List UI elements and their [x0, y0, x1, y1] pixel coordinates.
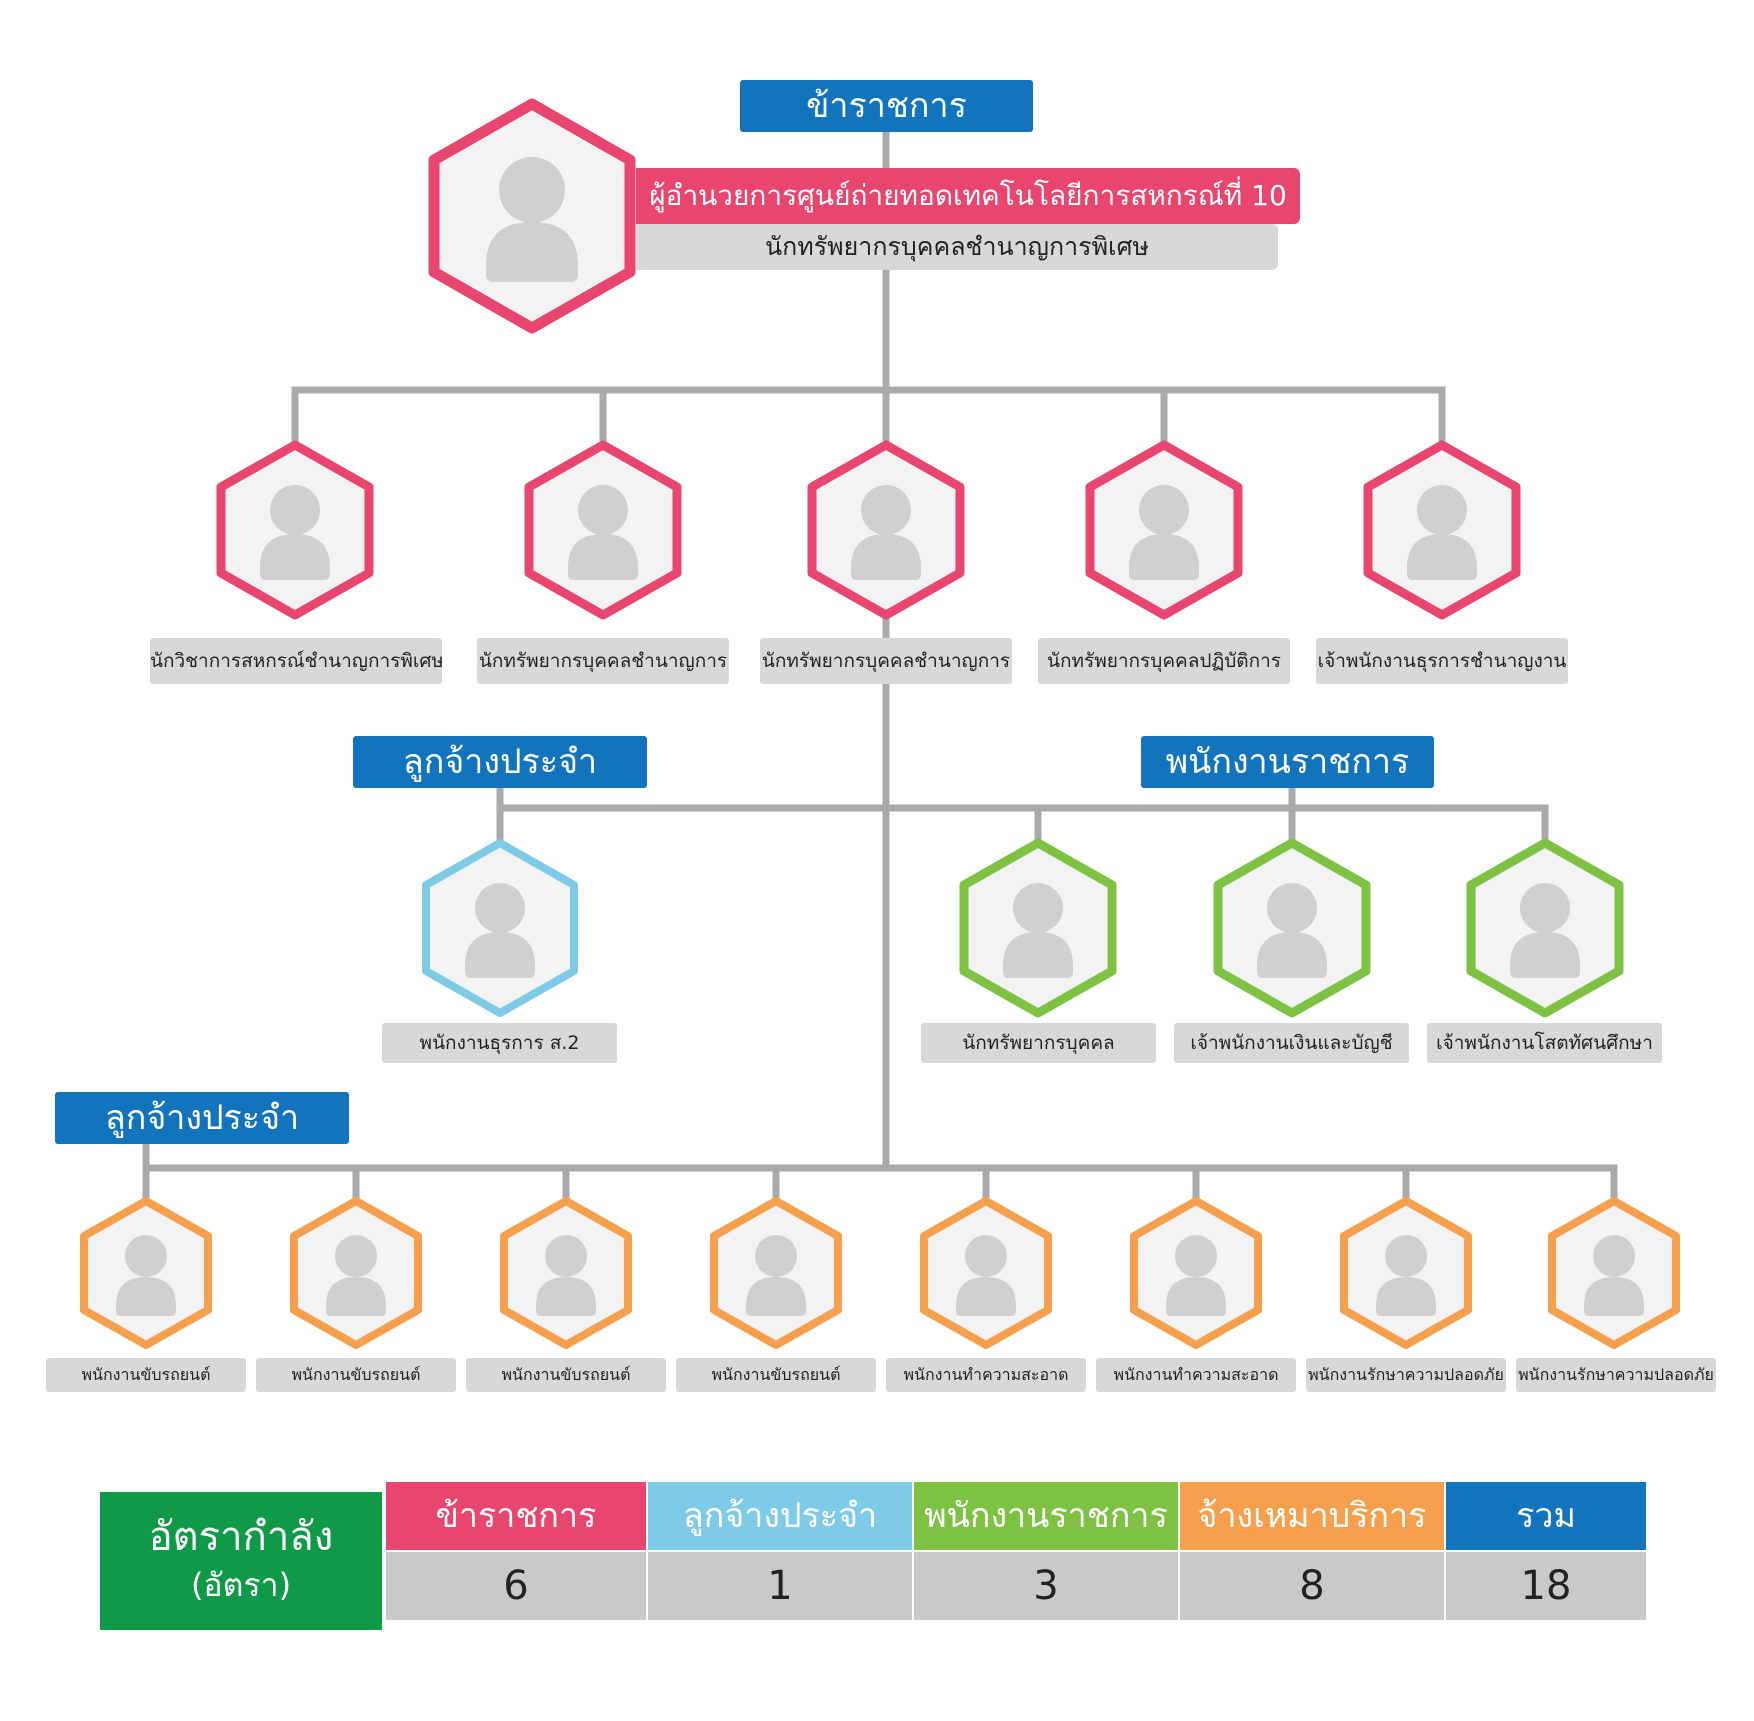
person-icon [536, 1235, 596, 1316]
person-icon [568, 485, 638, 580]
person-icon [851, 485, 921, 580]
avatar-row1-5 [1363, 440, 1521, 620]
summary-header-government: ข้าราชการ [386, 1482, 646, 1550]
person-icon [1376, 1235, 1436, 1316]
summary-label-title: อัตรากำลัง [148, 1514, 334, 1560]
header-permanent-employee-2: ลูกจ้างประจำ [55, 1092, 349, 1144]
position-label-gov-3: เจ้าพนักงานโสตทัศนศึกษา [1427, 1023, 1662, 1063]
person-icon [1510, 883, 1580, 978]
header-government-employee: พนักงานราชการ [1141, 736, 1434, 788]
header-permanent-employee: ลูกจ้างประจำ [353, 736, 647, 788]
position-label-row3-4: พนักงานขับรถยนต์ [676, 1358, 876, 1392]
avatar-row3-5 [920, 1197, 1052, 1349]
summary-label: อัตรากำลัง (อัตรา) [100, 1492, 382, 1630]
avatar-gov-employee-1 [959, 838, 1117, 1018]
summary-header-permanent: ลูกจ้างประจำ [648, 1482, 912, 1550]
person-icon [116, 1235, 176, 1316]
position-label-gov-1: นักทรัพยากรบุคคล [921, 1023, 1156, 1063]
person-icon [1129, 485, 1199, 580]
summary-value-government: 6 [386, 1552, 646, 1620]
position-label-row3-1: พนักงานขับรถยนต์ [46, 1358, 246, 1392]
position-label-permanent-1: พนักงานธุรการ ส.2 [382, 1023, 617, 1063]
avatar-gov-employee-3 [1466, 838, 1624, 1018]
avatar-gov-employee-2 [1213, 838, 1371, 1018]
avatar-row1-2 [524, 440, 682, 620]
summary-value-contract: 8 [1180, 1552, 1444, 1620]
position-label-row3-3: พนักงานขับรถยนต์ [466, 1358, 666, 1392]
person-icon [1166, 1235, 1226, 1316]
avatar-row3-2 [290, 1197, 422, 1349]
avatar-row1-1 [216, 440, 374, 620]
summary-header-total: รวม [1446, 1482, 1646, 1550]
avatar-row3-8 [1548, 1197, 1680, 1349]
avatar-permanent-1 [422, 839, 578, 1017]
avatar-row3-1 [80, 1197, 212, 1349]
person-icon [465, 883, 535, 978]
avatar-row1-3 [807, 440, 965, 620]
position-label-row1-1: นักวิชาการสหกรณ์ชำนาญการพิเศษ [150, 638, 442, 684]
summary-header-contract: จ้างเหมาบริการ [1180, 1482, 1444, 1550]
person-icon [1584, 1235, 1644, 1316]
avatar-row3-3 [500, 1197, 632, 1349]
position-label-row1-2: นักทรัพยากรบุคคลชำนาญการ [477, 638, 729, 684]
avatar-row3-6 [1130, 1197, 1262, 1349]
person-icon [326, 1235, 386, 1316]
summary-label-unit: (อัตรา) [190, 1566, 292, 1604]
position-label-row1-5: เจ้าพนักงานธุรการชำนาญงาน [1316, 638, 1568, 684]
person-icon [260, 485, 330, 580]
header-government: ข้าราชการ [740, 80, 1033, 132]
avatar-row3-4 [710, 1197, 842, 1349]
position-label-row3-6: พนักงานทำความสะอาด [1096, 1358, 1296, 1392]
person-icon [486, 157, 578, 282]
position-label-row1-3: นักทรัพยากรบุคคลชำนาญการ [760, 638, 1012, 684]
person-icon [1257, 883, 1327, 978]
summary-header-gov-employee: พนักงานราชการ [914, 1482, 1178, 1550]
avatar-row1-4 [1085, 440, 1243, 620]
summary-value-permanent: 1 [648, 1552, 912, 1620]
summary-value-total: 18 [1446, 1552, 1646, 1620]
person-icon [956, 1235, 1016, 1316]
position-label-row3-7: พนักงานรักษาความปลอดภัย [1306, 1358, 1506, 1392]
position-label-row3-5: พนักงานทำความสะอาด [886, 1358, 1086, 1392]
person-icon [746, 1235, 806, 1316]
position-label-gov-2: เจ้าพนักงานเงินและบัญชี [1174, 1023, 1409, 1063]
position-label-row1-4: นักทรัพยากรบุคคลปฏิบัติการ [1038, 638, 1290, 684]
position-label-row3-8: พนักงานรักษาความปลอดภัย [1516, 1358, 1716, 1392]
director-avatar [428, 98, 636, 334]
summary-value-gov-employee: 3 [914, 1552, 1178, 1620]
position-label-row3-2: พนักงานขับรถยนต์ [256, 1358, 456, 1392]
director-position: นักทรัพยากรบุคคลชำนาญการพิเศษ [636, 224, 1278, 270]
avatar-row3-7 [1340, 1197, 1472, 1349]
director-title: ผู้อำนวยการศูนย์ถ่ายทอดเทคโนโลยีการสหกรณ… [636, 168, 1300, 224]
person-icon [1407, 485, 1477, 580]
person-icon [1003, 883, 1073, 978]
